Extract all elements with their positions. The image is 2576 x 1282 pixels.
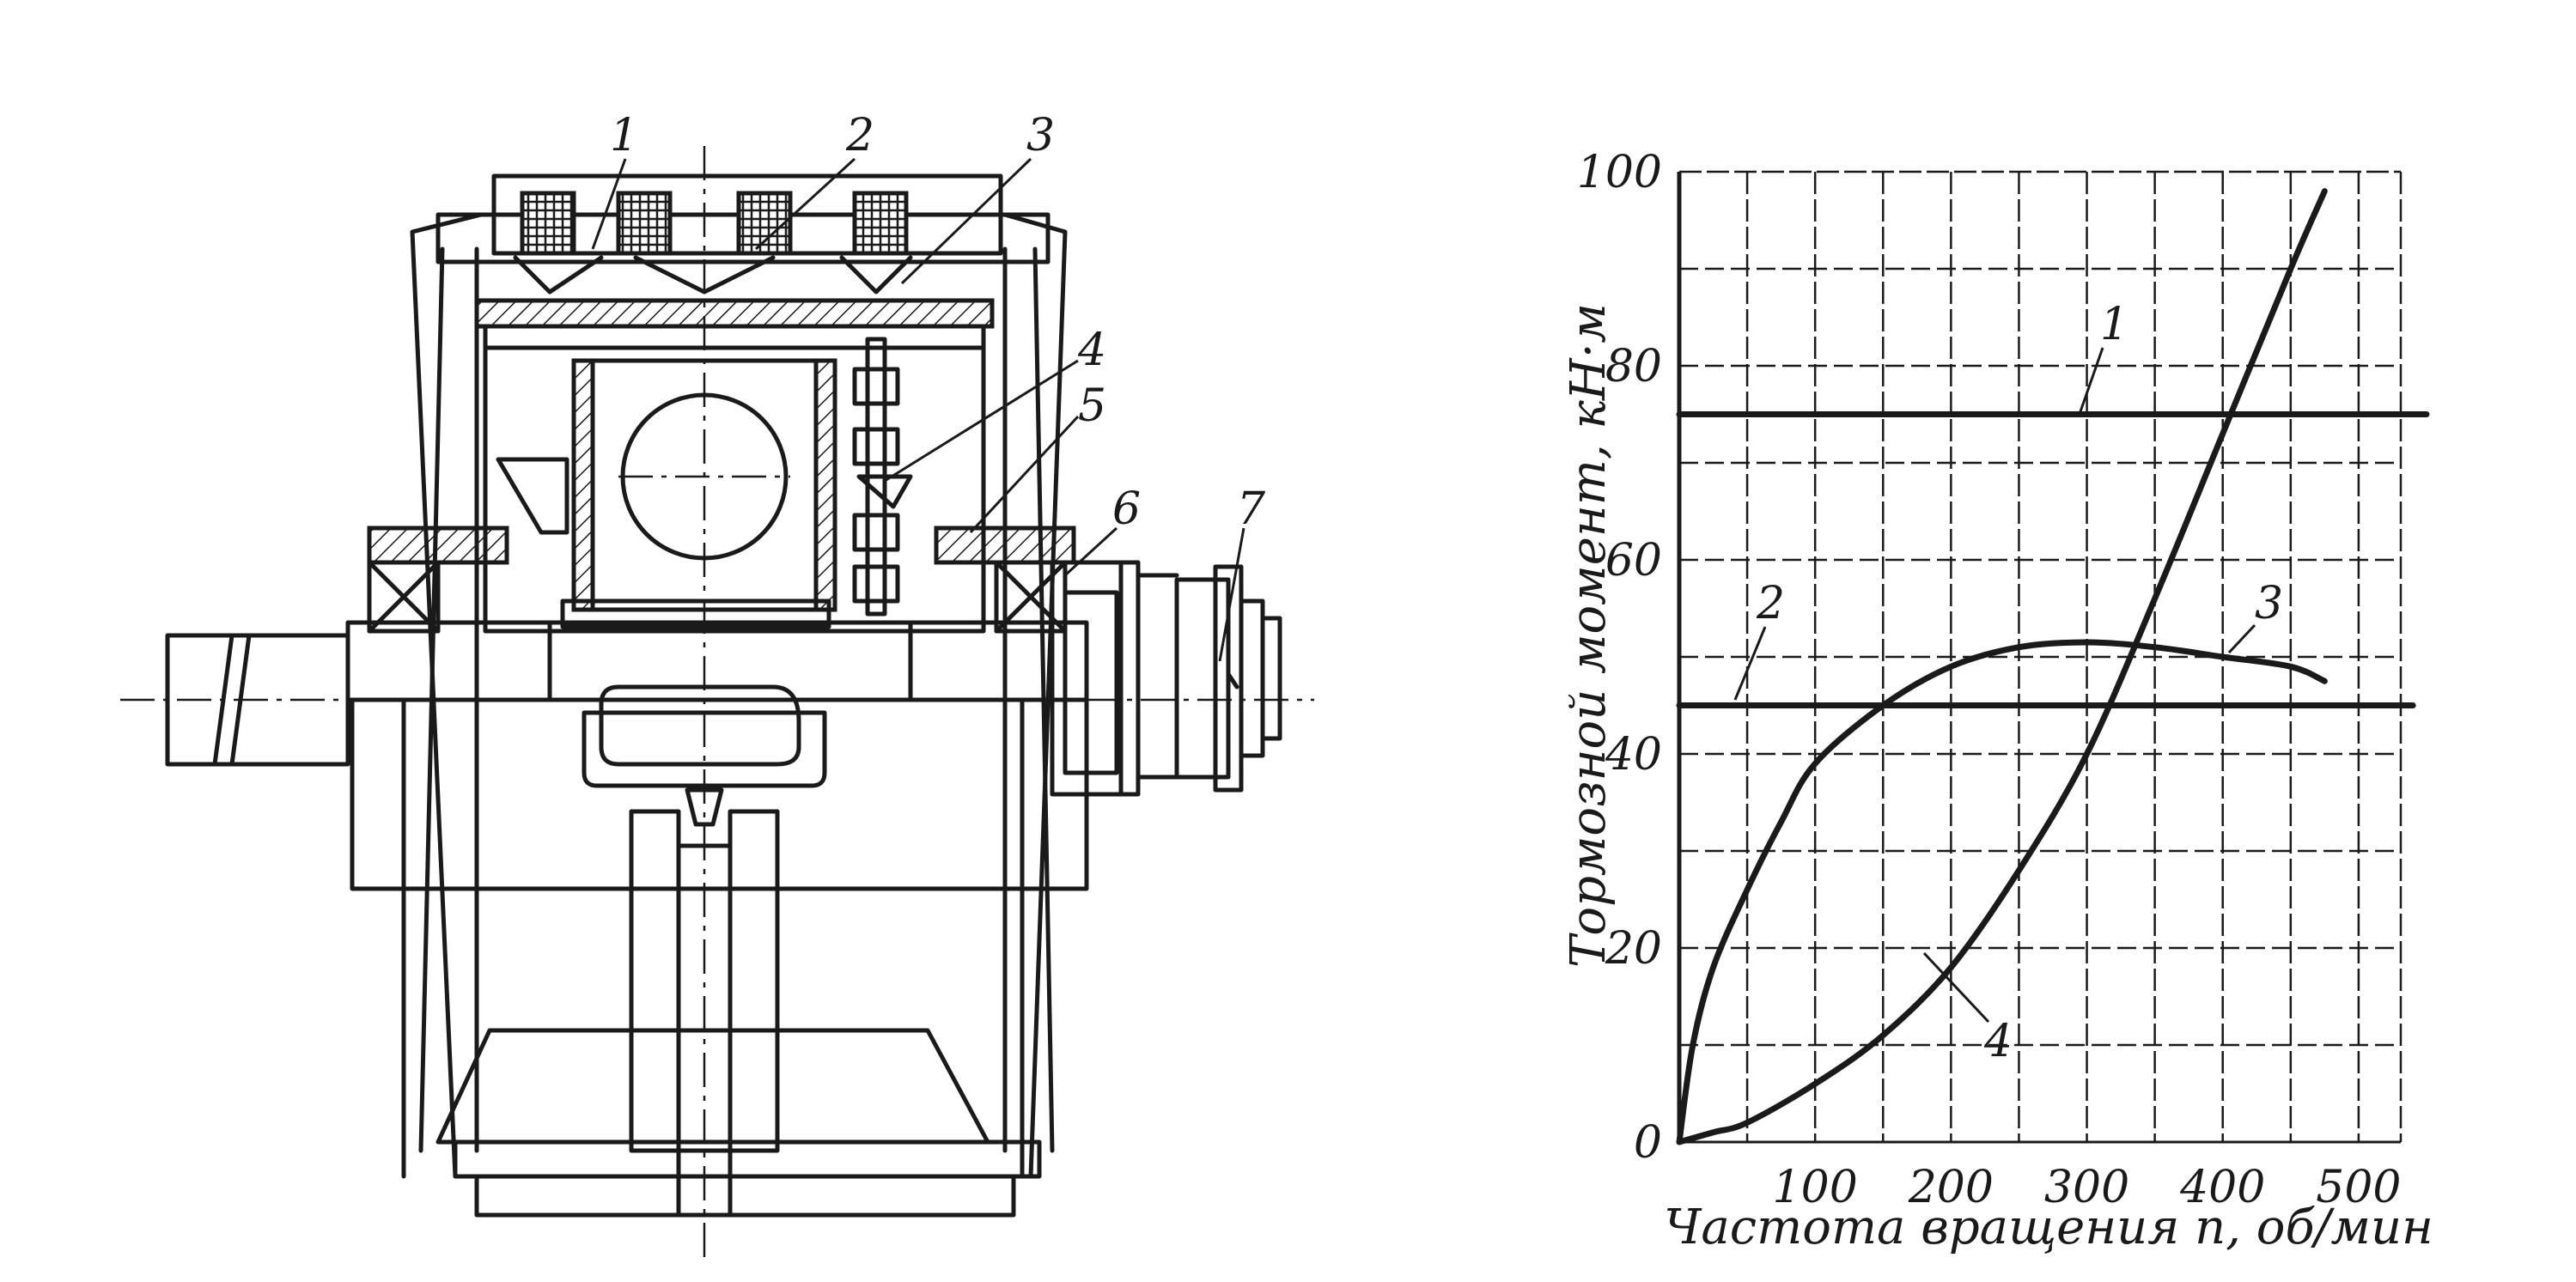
x-tick-label: 500 <box>2316 1162 2401 1213</box>
lower-body <box>350 697 1089 1218</box>
callout-1: 1 <box>591 110 638 250</box>
x-tick-label: 400 <box>2179 1162 2265 1213</box>
series-line-4 <box>1676 188 2328 1145</box>
x-tick-label: 100 <box>1773 1162 1858 1213</box>
output-flange <box>1050 560 1282 797</box>
series-leader-1 <box>2077 347 2104 417</box>
x-tick-label: 300 <box>2044 1162 2129 1213</box>
chart-tick-labels: 100 200 300 400 500 0 20 40 60 80 100 <box>1577 147 2402 1213</box>
callout-5: 5 <box>969 380 1106 534</box>
shaft <box>165 598 1089 767</box>
y-tick-label: 100 <box>1577 147 1662 198</box>
inner-rotor-frame <box>483 345 986 634</box>
brake-cross-section-drawing: 1 2 3 4 5 6 7 <box>120 110 1314 1262</box>
coil-right <box>852 191 909 256</box>
svg-text:7: 7 <box>1237 483 1266 535</box>
coil-center-left <box>616 191 673 256</box>
svg-text:1: 1 <box>610 110 638 161</box>
svg-text:2: 2 <box>845 110 874 161</box>
svg-text:6: 6 <box>1112 483 1141 535</box>
svg-text:3: 3 <box>1026 110 1055 161</box>
series-label-1: 1 <box>2100 299 2128 350</box>
x-axis-label: Частота вращения n, об/мин <box>1664 1200 2433 1255</box>
hub-loop <box>582 710 827 788</box>
bearing-left <box>367 526 509 634</box>
coil-center-right <box>736 191 793 256</box>
callout-6: 6 <box>1063 483 1141 577</box>
series-line-3 <box>1676 639 2328 1145</box>
bolt-column <box>852 337 900 617</box>
coil-left <box>520 191 576 256</box>
rotor-window <box>590 358 819 612</box>
series-label-4: 4 <box>1983 1016 2013 1067</box>
callout-2: 2 <box>754 110 874 251</box>
series-leader-3 <box>2227 623 2256 654</box>
callout-3: 3 <box>900 110 1055 285</box>
series-leader-4 <box>1922 951 1990 1024</box>
svg-text:5: 5 <box>1078 380 1106 432</box>
y-tick-label: 0 <box>1634 1117 1662 1169</box>
bearing-right <box>934 526 1076 634</box>
callout-4: 4 <box>884 325 1106 483</box>
series-leader-2 <box>1733 626 1767 701</box>
y-tick-label: 40 <box>1605 729 1662 781</box>
y-tick-label: 20 <box>1605 923 1662 975</box>
callout-7: 7 <box>1218 483 1266 662</box>
y-tick-label: 60 <box>1605 535 1662 586</box>
chart-grid <box>1677 170 2402 1144</box>
y-tick-label: 80 <box>1605 341 1662 392</box>
armature-ring <box>474 298 995 329</box>
chart-series: 1 2 3 4 <box>1676 188 2430 1145</box>
x-tick-label: 200 <box>1908 1162 1994 1213</box>
series-label-2: 2 <box>1756 578 1785 629</box>
series-label-3: 3 <box>2255 578 2283 629</box>
y-axis-label: Тормозной момент, кН·м <box>1561 303 1617 968</box>
svg-text:4: 4 <box>1077 325 1106 376</box>
torque-chart: 100 200 300 400 500 0 20 40 60 80 100 1 2 3 4 Частота… <box>1561 147 2433 1255</box>
